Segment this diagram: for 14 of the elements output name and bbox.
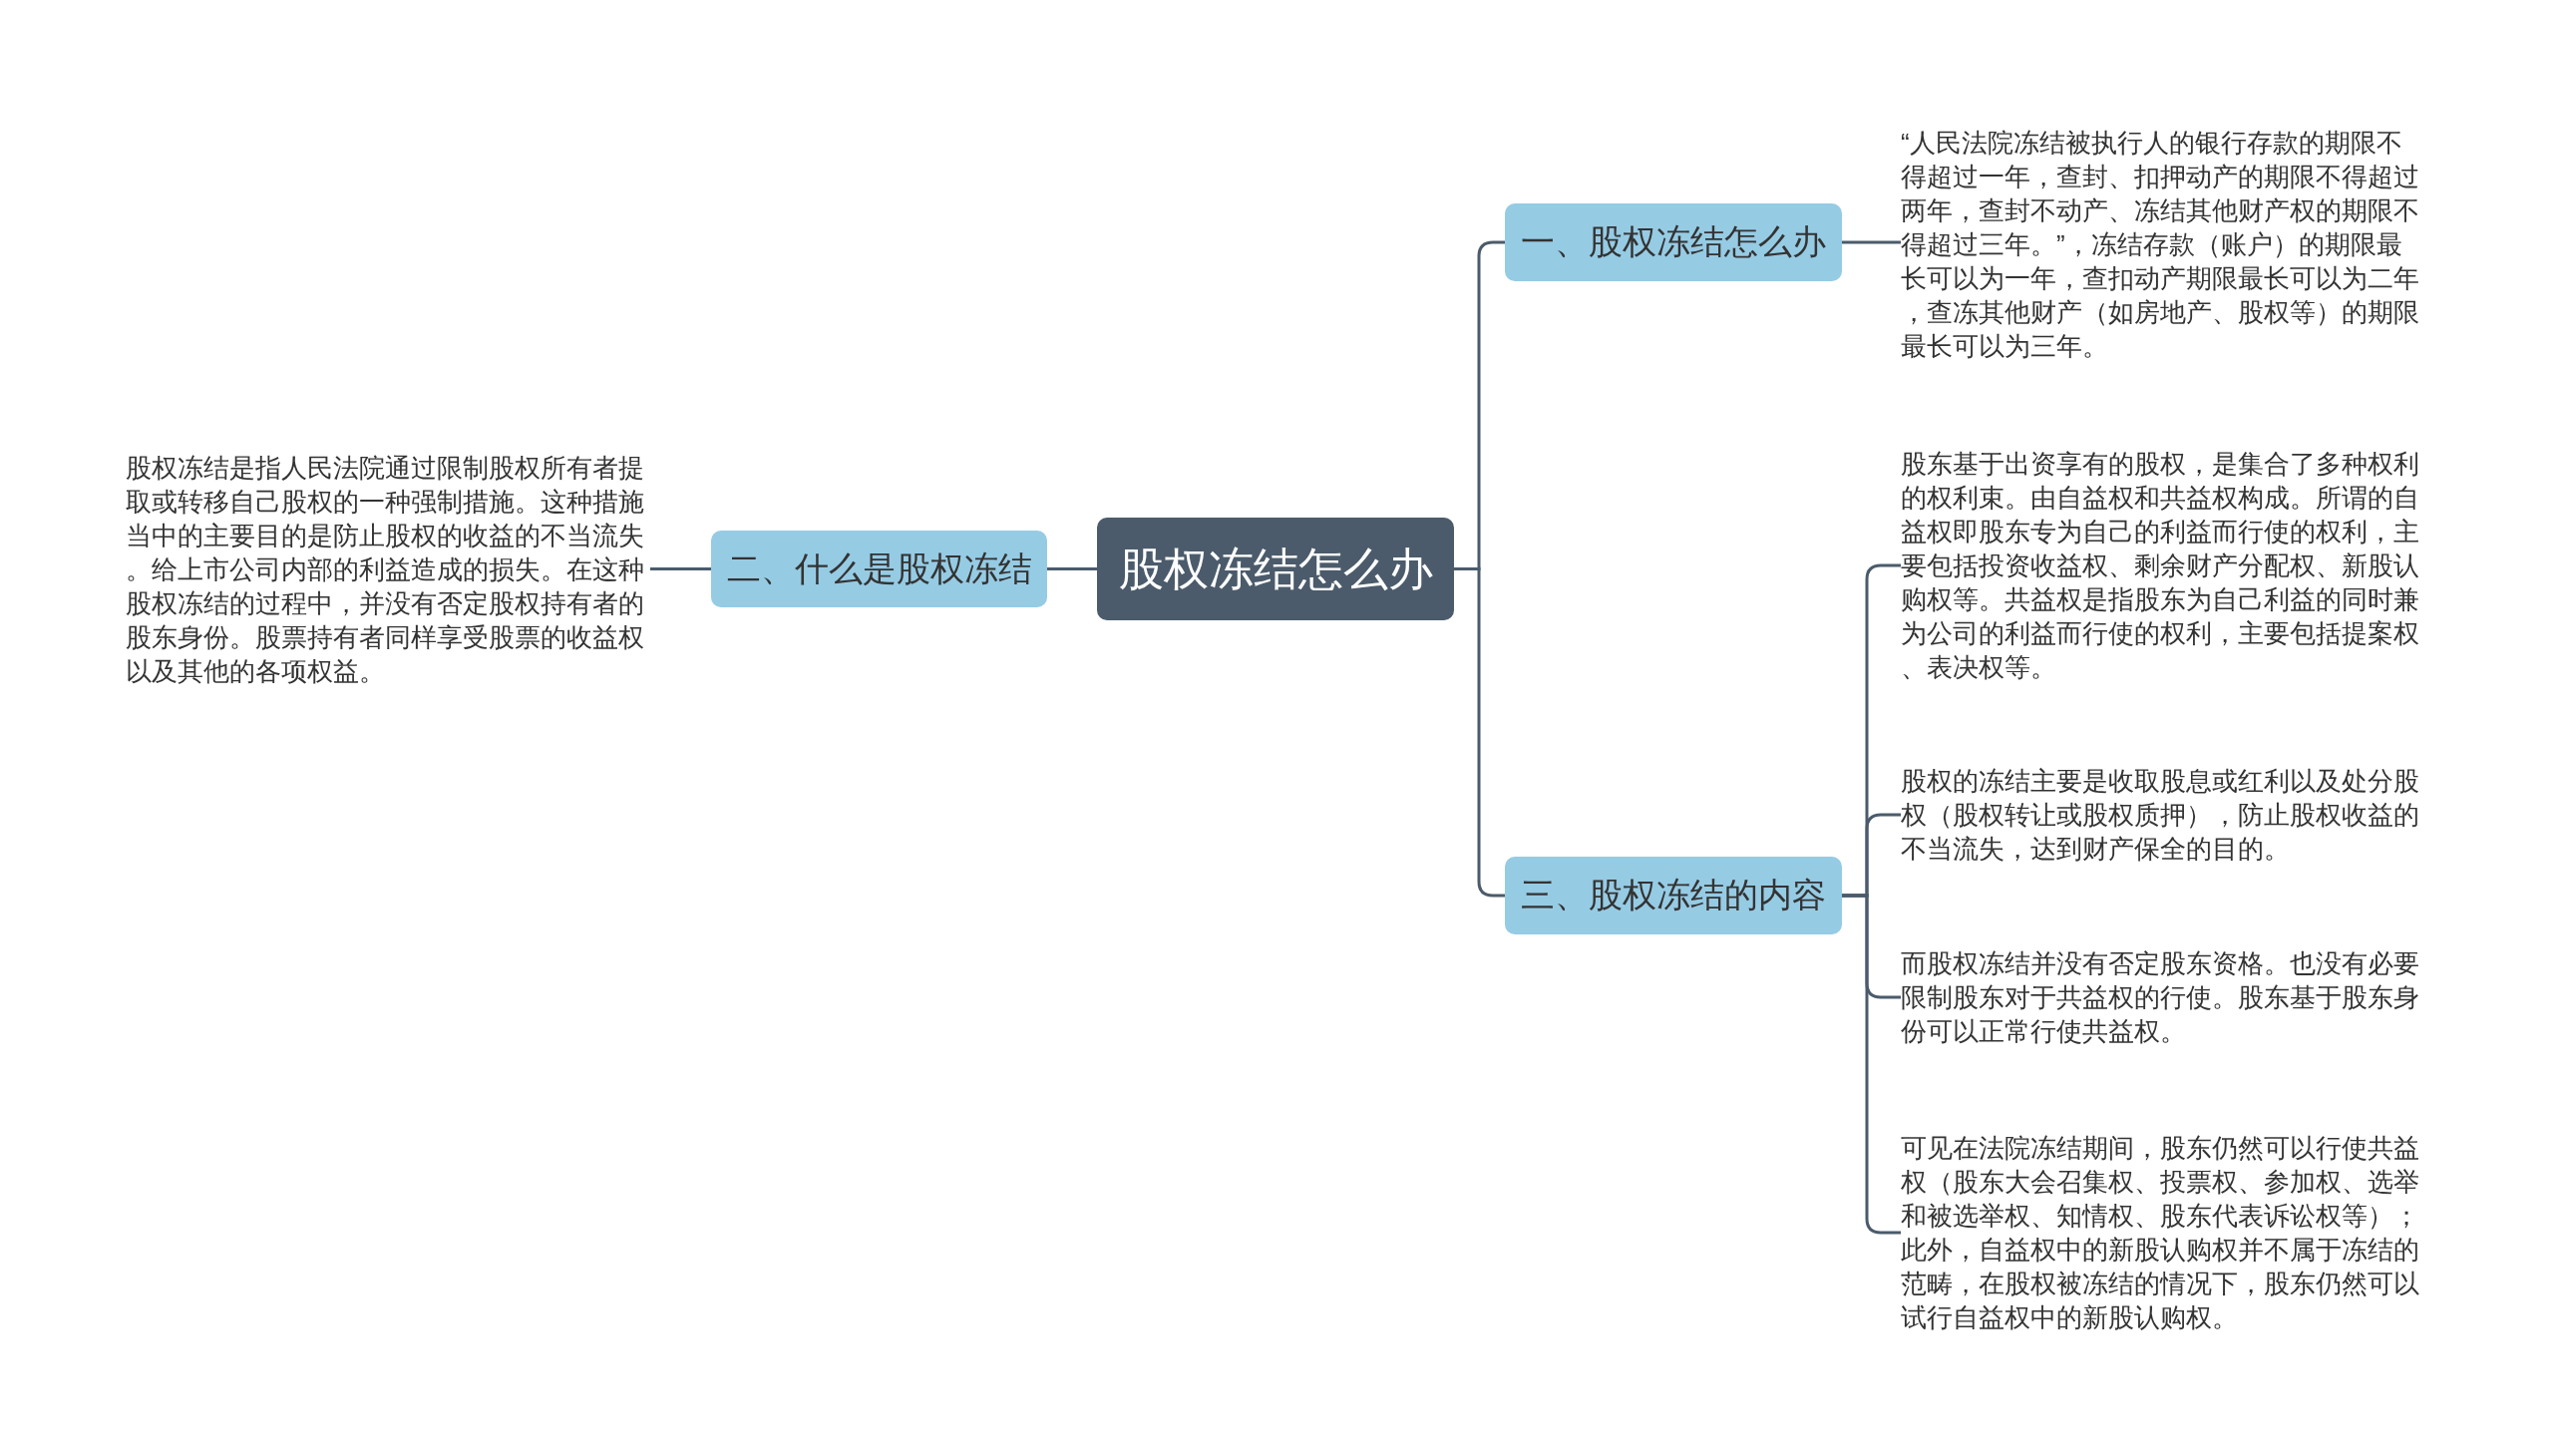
paragraph: 股东基于出资享有的股权，是集合了多种权利的权利束。由自益权和共益权构成。所谓的自益权即股东专为自己的利益而行使的权利，主要包括投资收益权、剩余财产分配权、新股认购权等。共益权是指股东为自己利益的同时兼为公司的利益而行使的权利，主要包括提案权、表决权等。	[1901, 447, 2425, 684]
branch-topic-box: 二、什么是股权冻结	[711, 531, 1047, 607]
connector-line	[650, 567, 711, 570]
paragraph: 股权的冻结主要是收取股息或红利以及处分股权（股权转让或股权质押），防止股权收益的不当流失，达到财产保全的目的。	[1901, 764, 2425, 866]
connector-line	[1047, 567, 1097, 570]
central-topic-box: 股权冻结怎么办	[1097, 518, 1454, 620]
branch-topic-box: 一、股权冻结怎么办	[1505, 203, 1842, 281]
paragraph: 股权冻结是指人民法院通过限制股权所有者提取或转移自己股权的一种强制措施。这种措施当中的主要目的是防止股权的收益的不当流失。给上市公司内部的利益造成的损失。在这种股权冻结的过程中，并没有否定股权持有者的股东身份。股票持有者同样享受股票的收益权以及其他的各项权益。	[126, 451, 650, 688]
paragraph: 可见在法院冻结期间，股东仍然可以行使共益权（股东大会召集权、投票权、参加权、选举和被选举权、知情权、股东代表诉讼权等）；此外，自益权中的新股认购权并不属于冻结的范畴，在股权被冻结的情况下，股东仍然可以试行自益权中的新股认购权。	[1901, 1131, 2425, 1334]
connector-line	[1454, 567, 1505, 898]
paragraph: “人民法院冻结被执行人的银行存款的期限不得超过一年，查封、扣押动产的期限不得超过两年，查封不动产、冻结其他财产权的期限不得超过三年。”，冻结存款（账户）的期限最长可以为一年，查扣动产期限最长可以为二年，查冻其他财产（如房地产、股权等）的期限最长可以为三年。	[1901, 126, 2425, 363]
paragraph: 而股权冻结并没有否定股东资格。也没有必要限制股东对于共益权的行使。股东基于股东身份可以正常行使共益权。	[1901, 946, 2425, 1048]
connector-line	[1842, 240, 1901, 244]
branch-topic-box: 三、股权冻结的内容	[1505, 857, 1842, 934]
